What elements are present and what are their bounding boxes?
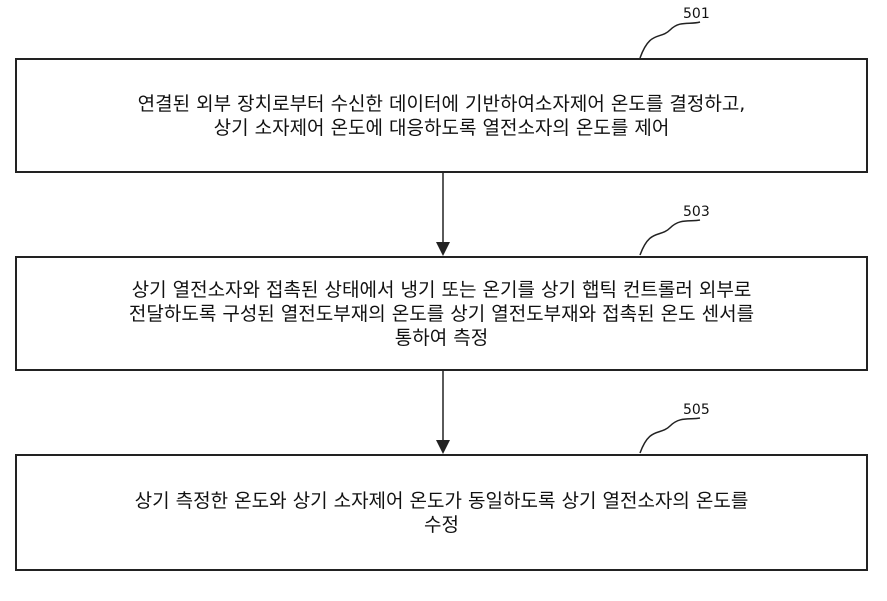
step-text-line: 연결된 외부 장치로부터 수신한 데이터에 기반하여소자제어 온도를 결정하고, xyxy=(137,92,746,115)
leader-line-501 xyxy=(639,21,701,59)
step-text-line: 상기 열전소자와 접촉된 상태에서 냉기 또는 온기를 상기 햅틱 컨트롤러 외… xyxy=(131,278,752,301)
step-box-505: 상기 측정한 온도와 상기 소자제어 온도가 동일하도록 상기 열전소자의 온도… xyxy=(15,454,868,571)
step-text-line: 수정 xyxy=(424,513,459,536)
step-label-505: 505 xyxy=(683,402,710,418)
arrowhead-1 xyxy=(436,242,450,256)
step-text-line: 상기 소자제어 온도에 대응하도록 열전소자의 온도를 제어 xyxy=(213,116,670,139)
arrowhead-2 xyxy=(436,440,450,454)
leader-line-505 xyxy=(639,417,701,454)
leader-line-503 xyxy=(639,219,701,256)
step-label-503: 503 xyxy=(683,204,710,220)
step-text-line: 상기 측정한 온도와 상기 소자제어 온도가 동일하도록 상기 열전소자의 온도… xyxy=(134,489,749,512)
step-text-line: 전달하도록 구성된 열전도부재의 온도를 상기 열전도부재와 접촉된 온도 센서… xyxy=(128,302,755,325)
step-box-503: 상기 열전소자와 접촉된 상태에서 냉기 또는 온기를 상기 햅틱 컨트롤러 외… xyxy=(15,256,868,371)
step-box-501: 연결된 외부 장치로부터 수신한 데이터에 기반하여소자제어 온도를 결정하고,… xyxy=(15,58,868,173)
step-label-501: 501 xyxy=(683,6,710,22)
step-text-line: 통하여 측정 xyxy=(394,326,489,349)
